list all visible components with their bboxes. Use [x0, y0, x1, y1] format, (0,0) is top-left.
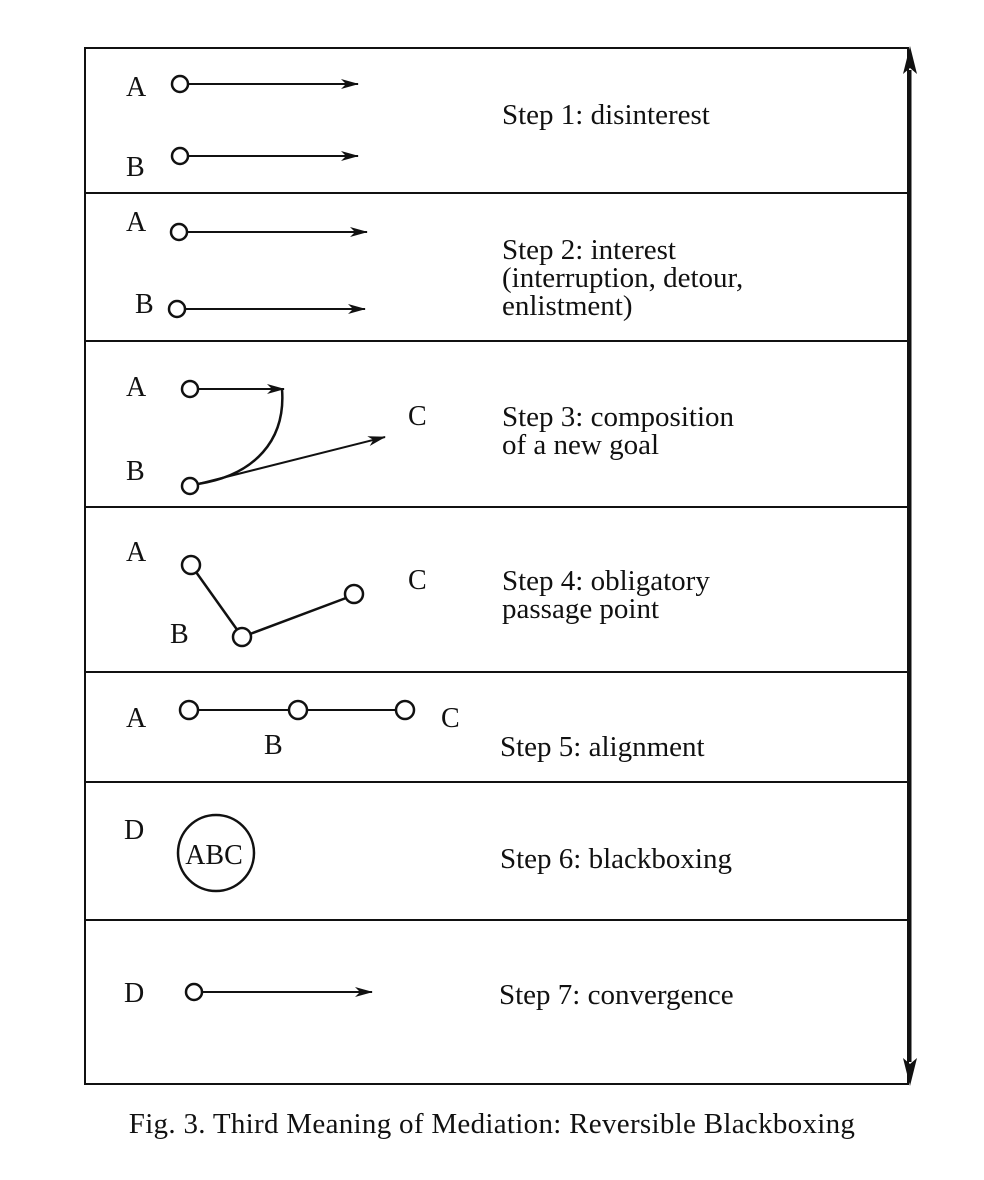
new-goal-arrow — [197, 436, 386, 485]
figure-caption: Fig. 3. Third Meaning of Mediation: Reve… — [128, 1108, 856, 1140]
node-a — [180, 554, 202, 576]
step-2-row: A B Step 2: interest (interruption, deto… — [126, 207, 751, 322]
node-b — [180, 476, 200, 496]
actor-label-b: B — [135, 289, 154, 320]
step-4-text: Step 4: obligatory passage point — [502, 565, 717, 625]
actor-label-d: D — [124, 978, 144, 1009]
node-a — [169, 222, 189, 242]
actor-label-b: B — [126, 152, 145, 183]
node-b — [167, 299, 187, 319]
step-6-row: D ABC Step 6: blackboxing — [124, 813, 732, 893]
step-5-row: A B C Step 5: alignment — [126, 699, 705, 763]
actor-label-a: A — [126, 537, 147, 568]
node-b — [170, 146, 190, 166]
node-c — [394, 699, 416, 721]
step-7-row: D Step 7: convergence — [124, 978, 734, 1011]
node-a — [180, 379, 200, 399]
step-6-text: Step 6: blackboxing — [500, 843, 732, 875]
detour-curve — [197, 388, 284, 486]
link-b-c — [249, 596, 347, 636]
reversible-double-arrow — [903, 46, 917, 1086]
goal-label-c: C — [408, 565, 427, 596]
node-a — [178, 699, 200, 721]
actor-label-b: B — [170, 619, 189, 650]
row-dividers — [85, 192, 908, 921]
actor-label-a: A — [126, 207, 147, 238]
step-3-text: Step 3: composition of a new goal — [502, 401, 741, 461]
step-3-row: A B C Step 3: composition of a new goal — [126, 372, 741, 496]
figure-frame — [84, 47, 909, 1085]
blackbox-circle — [176, 813, 256, 893]
node-c — [343, 583, 365, 605]
step-5-text: Step 5: alignment — [500, 731, 705, 763]
node-b-passage-point — [231, 626, 253, 648]
link-a-b — [194, 571, 240, 632]
step-4-row: A B C Step 4: obligatory passage point — [126, 537, 717, 650]
actor-label-a: A — [126, 72, 147, 103]
node-d — [184, 982, 204, 1002]
blackbox-label: ABC — [185, 840, 243, 871]
step-1-text: Step 1: disinterest — [502, 99, 710, 131]
step-2-text: Step 2: interest (interruption, detour, … — [502, 234, 751, 322]
actor-label-a: A — [126, 372, 147, 403]
actor-label-b: B — [126, 456, 145, 487]
node-a — [170, 74, 190, 94]
actor-label-b: B — [264, 730, 283, 761]
step-1-row: A B Step 1: disinterest — [126, 72, 710, 183]
goal-label-c: C — [408, 401, 427, 432]
node-b — [287, 699, 309, 721]
actor-label-d: D — [124, 815, 144, 846]
step-7-text: Step 7: convergence — [499, 979, 734, 1011]
goal-label-c: C — [441, 703, 460, 734]
actor-label-a: A — [126, 703, 147, 734]
